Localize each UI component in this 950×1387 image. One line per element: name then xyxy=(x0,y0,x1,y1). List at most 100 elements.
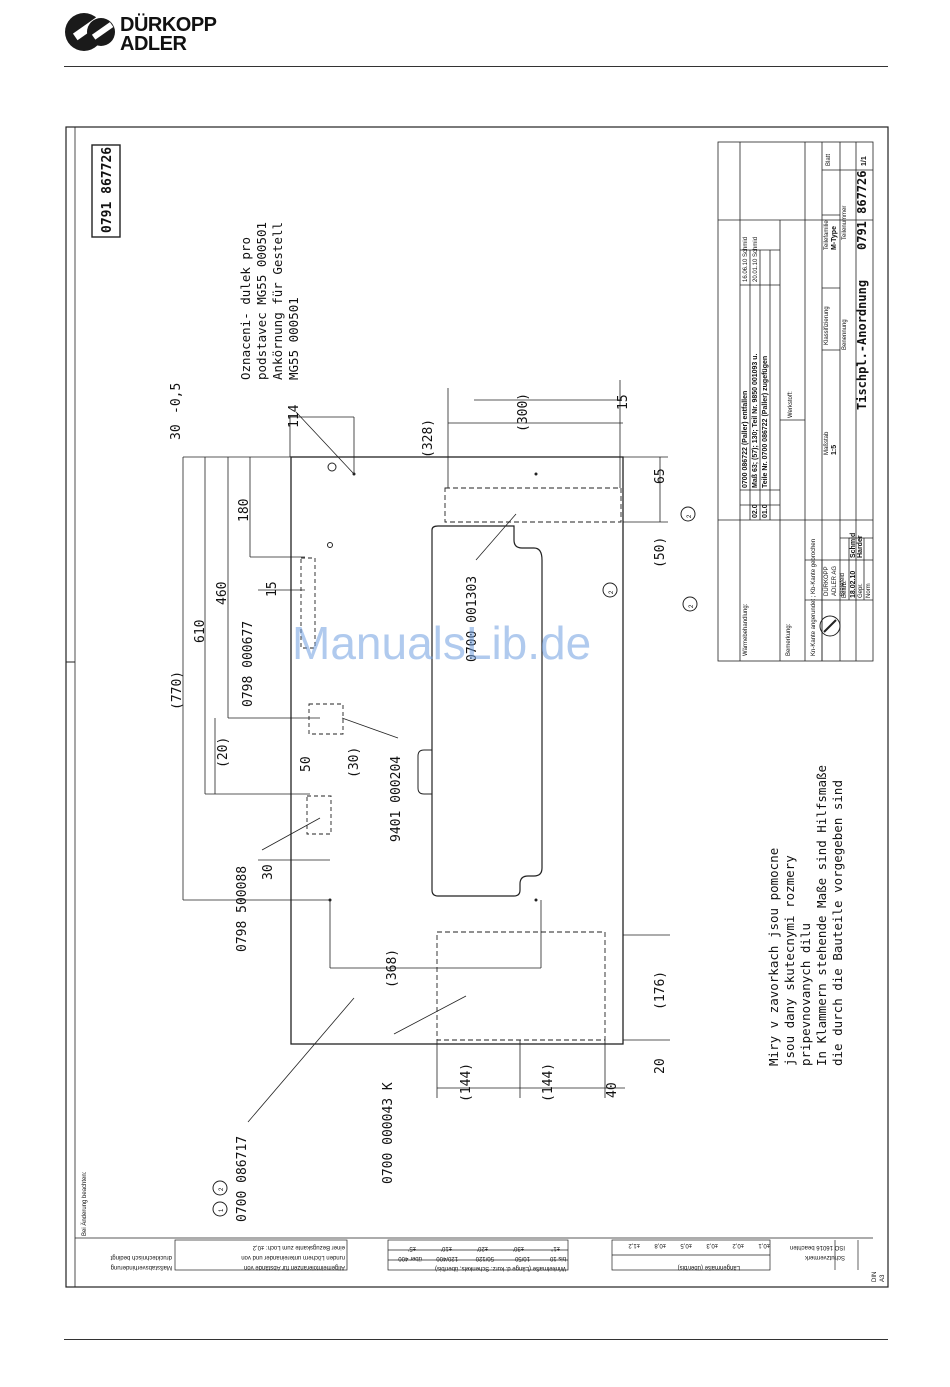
dim-20: (20) xyxy=(216,737,231,768)
dim-300: (300) xyxy=(516,393,531,432)
dim-328: (328) xyxy=(421,419,436,458)
svg-text:Teilenummer: Teilenummer xyxy=(842,206,848,240)
svg-text:Norm: Norm xyxy=(866,583,872,598)
brand-name-line2: ADLER xyxy=(120,33,187,55)
machine-cutout xyxy=(431,525,543,897)
bottom-strip-text: ISO 16016 beachten Schutzvermerk Längenm… xyxy=(110,1242,845,1271)
dim-30-paren: (30) xyxy=(347,747,362,778)
hole-mark xyxy=(327,462,337,472)
svg-text:ADLER AG: ADLER AG xyxy=(832,566,838,596)
part-number-9401-000204: 9401 000204 xyxy=(389,756,404,842)
table-plate-outline xyxy=(290,456,624,1045)
svg-text:2: 2 xyxy=(609,590,615,594)
watermark-text: ManualsLib.de xyxy=(292,617,591,669)
svg-text:Maßstab: Maßstab xyxy=(824,431,830,455)
punch-mark xyxy=(534,472,538,476)
dim-770: (770) xyxy=(170,671,185,710)
dim-20-low: 20 xyxy=(653,1058,668,1074)
svg-text:Bemerkung:: Bemerkung: xyxy=(786,623,792,656)
svg-text:Klassifizierung: Klassifizierung xyxy=(824,306,830,345)
svg-text:±1°: ±1° xyxy=(550,1245,560,1251)
title-block-logo-icon xyxy=(819,615,841,637)
svg-text:Ankörnung für Gestell: Ankörnung für Gestell xyxy=(270,222,285,380)
footer-rule xyxy=(64,1339,888,1340)
dim-30-tolerance: -0,5 xyxy=(169,383,184,414)
brand-name-line1: DÜRKOPP xyxy=(120,14,217,36)
company-logo: DÜRKOPP ADLER xyxy=(64,10,264,55)
dashed-part-rect-bottom xyxy=(436,931,606,1041)
svg-text:Winkelmaße (Länge d. kurz. Sch: Winkelmaße (Länge d. kurz. Schenkels, üb… xyxy=(435,1265,566,1271)
svg-text:Maß 63; (57); 130; Teil Nr. 98: Maß 63; (57); 130; Teil Nr. 9850 001093 … xyxy=(752,353,759,488)
svg-text:120/400: 120/400 xyxy=(436,1255,458,1261)
svg-text:2: 2 xyxy=(219,1187,225,1191)
dim-144-b: (144) xyxy=(541,1063,556,1102)
svg-text:2: 2 xyxy=(689,604,695,608)
svg-text:Bielefeld: Bielefeld xyxy=(840,573,846,596)
dashed-part-rect-mid xyxy=(308,703,344,735)
svg-text:20.01.10 Schmid: 20.01.10 Schmid xyxy=(753,237,759,282)
svg-text:ISO 16016 beachten: ISO 16016 beachten xyxy=(790,1244,845,1250)
svg-text:Harder: Harder xyxy=(857,535,864,558)
svg-text:Maßstabsverhinderung: Maßstabsverhinderung xyxy=(111,1264,172,1270)
part-number-0700-000043-K: 0700 000043 K xyxy=(381,1082,396,1184)
title-block xyxy=(717,141,874,662)
duerkopp-adler-logo-icon xyxy=(65,13,115,51)
drawing-number: 0791 867726 xyxy=(100,147,115,233)
title-block-text: 0700 086722 (Paller) entfallen Maß 63; (… xyxy=(742,154,886,1282)
svg-text:1: 1 xyxy=(219,1208,225,1212)
leader-lines xyxy=(247,411,517,1123)
dim-15-top: 15 xyxy=(616,394,631,410)
svg-text:In Klammern stehende Maße sind: In Klammern stehende Maße sind Hilfsmaße xyxy=(814,765,829,1066)
svg-text:±0,1: ±0,1 xyxy=(758,1242,770,1248)
svg-text:Werkstoff:: Werkstoff: xyxy=(788,391,794,418)
dim-30: 30 xyxy=(169,424,184,440)
svg-text:1/1: 1/1 xyxy=(861,156,868,166)
svg-text:podstavec MG55 000501: podstavec MG55 000501 xyxy=(254,222,269,380)
auxiliary-dimension-note: Miry v zavorkach jsou pomocne jsou dany … xyxy=(766,765,845,1066)
sheet-frame xyxy=(65,126,889,1288)
svg-text:jsou dany skutecnymi rozmery: jsou dany skutecnymi rozmery xyxy=(782,855,797,1066)
svg-text:Schutzvermerk: Schutzvermerk xyxy=(804,1254,845,1260)
svg-text:±0,3: ±0,3 xyxy=(706,1242,718,1248)
svg-text:±30': ±30' xyxy=(513,1245,524,1251)
svg-text:18.02.10: 18.02.10 xyxy=(850,571,857,598)
svg-text:A3: A3 xyxy=(880,1274,886,1282)
svg-text:Miry v zavorkach jsou pomocne: Miry v zavorkach jsou pomocne xyxy=(766,848,781,1066)
dimension-lines-left xyxy=(182,380,670,1098)
svg-text:die durch die Bauteile vorgege: die durch die Bauteile vorgegeben sind xyxy=(830,780,845,1066)
svg-text:Teilefamilie: Teilefamilie xyxy=(824,220,830,250)
svg-text:Teile Nr. 0700 086722 (Paller): Teile Nr. 0700 086722 (Paller) zugefügen xyxy=(762,356,769,488)
svg-text:10/50: 10/50 xyxy=(514,1255,530,1261)
svg-text:2: 2 xyxy=(687,514,693,518)
dim-114: 114 xyxy=(287,404,302,428)
svg-text:±0,2: ±0,2 xyxy=(732,1242,744,1248)
svg-text:einer Bezugskante zum Loch: ±0: einer Bezugskante zum Loch: ±0,2 xyxy=(252,1244,345,1250)
dim-368: (368) xyxy=(385,949,400,988)
svg-text:Kn-Kante angerundet ; Kb-Kante: Kn-Kante angerundet ; Kb-Kante gebrochen xyxy=(811,539,817,656)
svg-text:Bearb.: Bearb. xyxy=(842,580,848,598)
dim-460: 460 xyxy=(215,582,230,605)
svg-text:±1,2: ±1,2 xyxy=(628,1242,640,1248)
dim-65: 65 xyxy=(653,468,668,484)
dim-610: 610 xyxy=(193,620,208,643)
dim-15-mid: 15 xyxy=(265,581,280,597)
svg-text:Wärmebehandlung:: Wärmebehandlung: xyxy=(743,603,749,656)
svg-text:02.0: 02.0 xyxy=(752,504,759,518)
dim-50: 50 xyxy=(299,756,314,772)
svg-text:±10': ±10' xyxy=(441,1245,452,1251)
svg-text:±0,8: ±0,8 xyxy=(654,1242,666,1248)
dashed-part-rect-upper xyxy=(300,557,316,649)
svg-text:Längenmaße (über/bis): Längenmaße (über/bis) xyxy=(678,1264,740,1270)
punch-mark xyxy=(534,898,538,902)
svg-text:drucktechnisch bedingt: drucktechnisch bedingt xyxy=(110,1254,172,1260)
dim-144-a: (144) xyxy=(459,1063,474,1102)
svg-text:Gepr.: Gepr. xyxy=(858,583,864,598)
svg-text:M-Type: M-Type xyxy=(831,226,838,250)
svg-text:50/120: 50/120 xyxy=(475,1255,494,1261)
svg-text:Allgemeintoleranzen für Abstän: Allgemeintoleranzen für Abstände von xyxy=(244,1264,345,1270)
part-number-0700-001303: 0700 001303 xyxy=(465,576,480,662)
part-number-0700-086717: 0700 086717 xyxy=(235,1136,250,1222)
dim-50-paren: (50) xyxy=(653,537,668,568)
svg-text:Tischpl.-Anordnung: Tischpl.-Anordnung xyxy=(855,280,869,410)
